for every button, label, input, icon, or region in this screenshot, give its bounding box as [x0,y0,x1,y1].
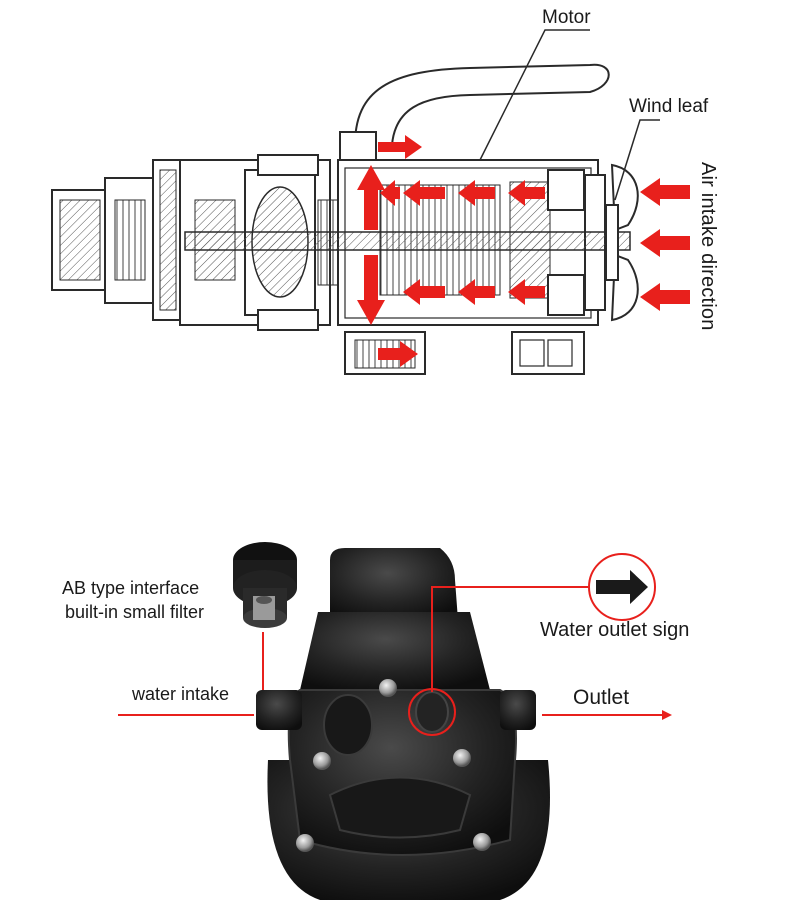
airflow-arrow [640,229,690,257]
airflow-arrows [357,135,690,367]
outlet-marker-nub [415,691,449,733]
outlet-label: Outlet [573,686,630,709]
outlet-arrowhead [662,710,672,720]
screw [379,679,397,697]
wind-leaf-leader-line [614,119,660,201]
outlet-port [500,690,536,730]
water-outlet-sign-icon [588,553,656,621]
wind-leaf-label: Wind leaf [629,96,709,117]
airflow-arrow [378,341,418,367]
pump-top-cap [330,548,458,620]
screw [313,752,331,770]
airflow-arrow [357,165,385,230]
screw [296,834,314,852]
water-intake-label: water intake [132,684,230,704]
motor-label: Motor [542,7,591,28]
callout-lines [118,586,662,736]
water-outlet-sign-label: Water outlet sign [540,619,690,641]
airflow-arrow [357,255,385,325]
screw [473,833,491,851]
airflow-arrow [508,279,545,305]
ab-interface-fitting [233,542,297,628]
airflow-arrow [508,180,545,206]
ab-interface-label: AB type interface [62,578,200,598]
inlet-port [256,690,302,730]
airflow-arrow [380,180,400,206]
motor-leader-line [479,29,590,161]
airflow-arrow [378,135,422,159]
airflow-arrow [403,279,445,305]
airflow-arrow [458,279,495,305]
airflow-arrow [458,180,495,206]
airflow-arrow [403,180,445,206]
filter-label: built-in small filter [65,602,205,622]
airflow-arrow [640,178,690,206]
pump-upper-body [300,612,490,690]
airflow-arrow [640,283,690,311]
screw [453,749,471,767]
air-intake-direction-label: Air intake direction [697,162,719,331]
